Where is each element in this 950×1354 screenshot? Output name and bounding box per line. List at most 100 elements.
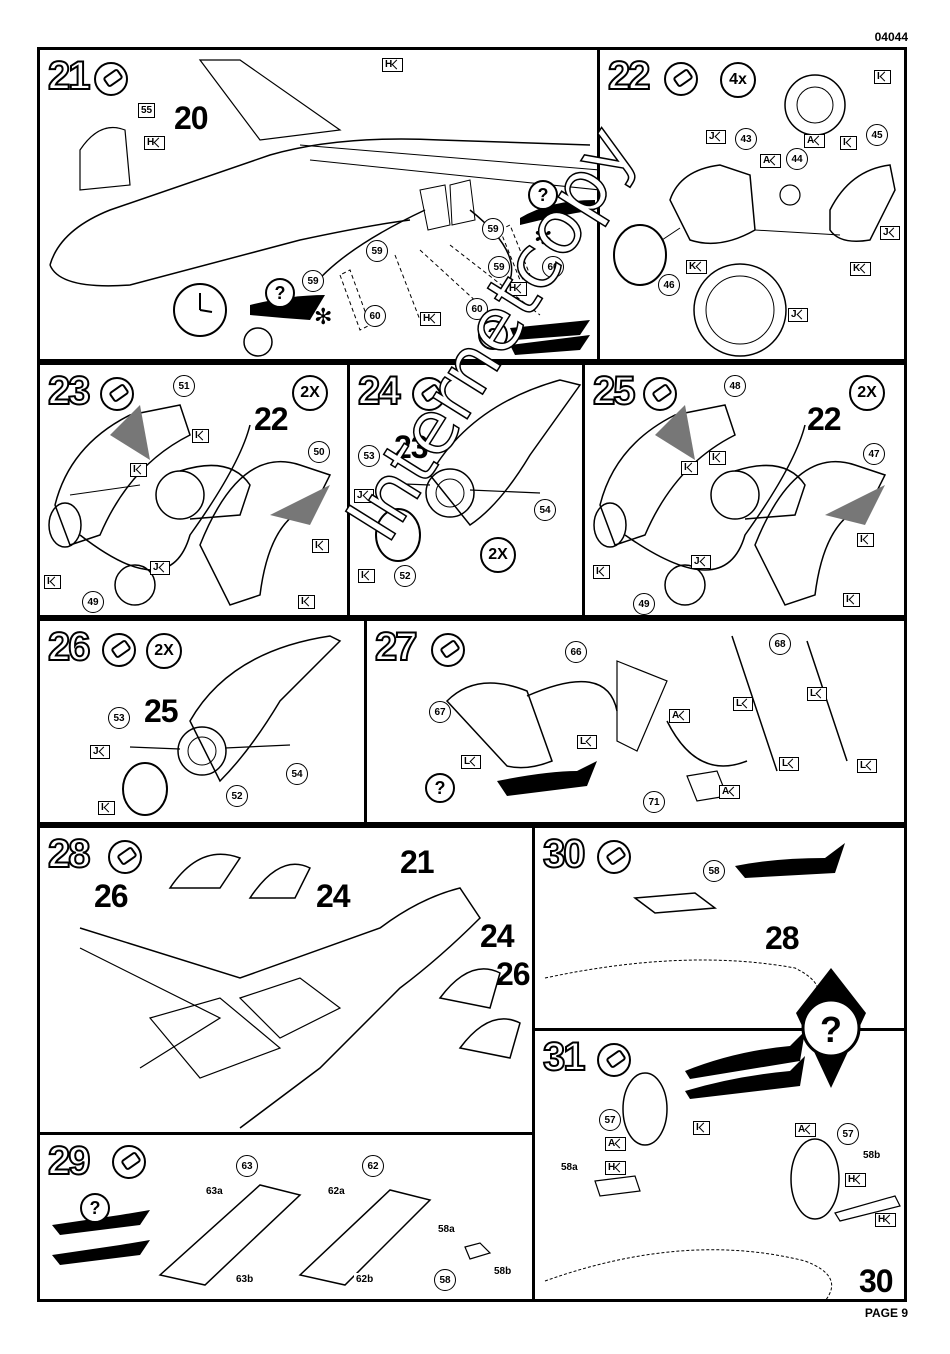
subpart-label: 58a	[559, 1161, 580, 1174]
color-code: H	[845, 1173, 867, 1187]
color-code: I	[312, 539, 329, 553]
part-number: 48	[724, 375, 746, 397]
step-number: 22	[607, 54, 651, 98]
color-code: I	[358, 569, 375, 583]
assembly-label: 24	[316, 878, 351, 914]
color-code: I	[857, 533, 874, 547]
glue-icon	[102, 633, 136, 667]
part-number: 60	[364, 305, 386, 327]
color-code: A	[719, 785, 741, 799]
subpart-label: 63a	[204, 1185, 225, 1198]
color-code: J	[706, 130, 726, 144]
color-code: J	[150, 561, 170, 575]
page-number: PAGE 9	[864, 1306, 908, 1320]
part-number: 66	[565, 641, 587, 663]
step-31-drawing	[544, 1031, 901, 1299]
part-number: 57	[837, 1123, 859, 1145]
part-number: 45	[866, 124, 888, 146]
question-icon: ?	[425, 773, 455, 803]
part-number: 68	[769, 633, 791, 655]
glue-icon	[664, 62, 698, 96]
step-26-panel: 26 2X 25 53 54 52 J I	[37, 618, 367, 825]
multiplier: 2X	[849, 375, 885, 411]
step-23-drawing	[48, 404, 332, 606]
color-code: H	[875, 1213, 897, 1227]
color-code: L	[461, 755, 482, 769]
step-number: 24	[357, 369, 401, 413]
color-code: H	[506, 282, 528, 296]
part-number: 60	[542, 256, 564, 278]
question-icon: ?	[80, 1193, 110, 1223]
part-number: 53	[108, 707, 130, 729]
color-code: H	[605, 1161, 627, 1175]
step-29-drawing	[52, 1184, 492, 1286]
step-21-panel: 21 55 20 H H 59 59 59 59 60 60 60 H H ? …	[37, 47, 600, 362]
step-27-panel: 27 66 67 68 71 A L L L L L L A ?	[364, 618, 907, 825]
color-code: I	[843, 593, 860, 607]
assembly-label: 22	[254, 401, 289, 437]
assembly-label: 24	[480, 918, 515, 954]
step-number: 21	[47, 54, 91, 98]
part-number: 43	[735, 128, 757, 150]
assembly-label: 30	[859, 1263, 894, 1299]
part-number: 52	[394, 565, 416, 587]
part-number: 55	[138, 103, 156, 118]
subpart-label: 62a	[326, 1185, 347, 1198]
color-code: I	[840, 136, 857, 150]
assembly-label: 26	[94, 878, 129, 914]
part-number: 57	[599, 1109, 621, 1131]
glue-icon	[412, 377, 446, 411]
multiplier: 4x	[720, 62, 756, 98]
step-number: 23	[47, 369, 91, 413]
color-code: A	[760, 154, 782, 168]
part-number: 51	[173, 375, 195, 397]
step-28-drawing	[79, 853, 521, 1129]
color-code: J	[354, 489, 374, 503]
color-code: I	[874, 70, 891, 84]
color-code: I	[693, 1121, 710, 1135]
glue-icon	[643, 377, 677, 411]
step-30-panel: 30 58 28	[532, 825, 907, 1031]
part-number: 58	[703, 860, 725, 882]
color-code: I	[130, 463, 147, 477]
multiplier: 2X	[480, 537, 516, 573]
subpart-label: 63b	[234, 1273, 256, 1286]
color-code: L	[807, 687, 828, 701]
subpart-label: 58b	[861, 1149, 883, 1162]
question-icon: ?	[528, 180, 558, 210]
color-code: I	[709, 451, 726, 465]
svg-text:?: ?	[820, 1009, 842, 1050]
subpart-label: 58b	[492, 1265, 514, 1278]
step-21-drawing	[49, 59, 597, 357]
part-number: 49	[633, 593, 655, 615]
glue-icon	[100, 377, 134, 411]
color-code: I	[681, 461, 698, 475]
color-code: L	[577, 735, 598, 749]
part-number: 46	[658, 274, 680, 296]
color-code: J	[880, 226, 900, 240]
color-code: L	[857, 759, 878, 773]
part-number: 47	[863, 443, 885, 465]
color-code: I	[593, 565, 610, 579]
assembly-label: 28	[765, 920, 800, 956]
part-number: 58	[434, 1269, 456, 1291]
part-number: 59	[366, 240, 388, 262]
part-number: 52	[226, 785, 248, 807]
color-code: A	[804, 134, 826, 148]
color-code: K	[686, 260, 708, 274]
color-code: K	[850, 262, 872, 276]
color-code: A	[605, 1137, 627, 1151]
step-25-drawing	[593, 404, 887, 606]
step-22-drawing	[613, 74, 896, 357]
step-24-panel: 24 23 2X 53 54 52 J I	[347, 362, 585, 618]
step-number: 30	[542, 832, 586, 876]
part-number: 54	[534, 499, 556, 521]
part-number: 49	[82, 591, 104, 613]
assembly-label: 22	[807, 401, 842, 437]
assembly-label: 26	[496, 956, 531, 992]
step-23-panel: 23 2X 22 51 50 49 I I I I J I	[37, 362, 350, 618]
step-24-drawing	[375, 379, 582, 562]
part-number: 59	[302, 270, 324, 292]
step-number: 31	[542, 1035, 586, 1079]
assembly-label: 21	[400, 844, 435, 880]
